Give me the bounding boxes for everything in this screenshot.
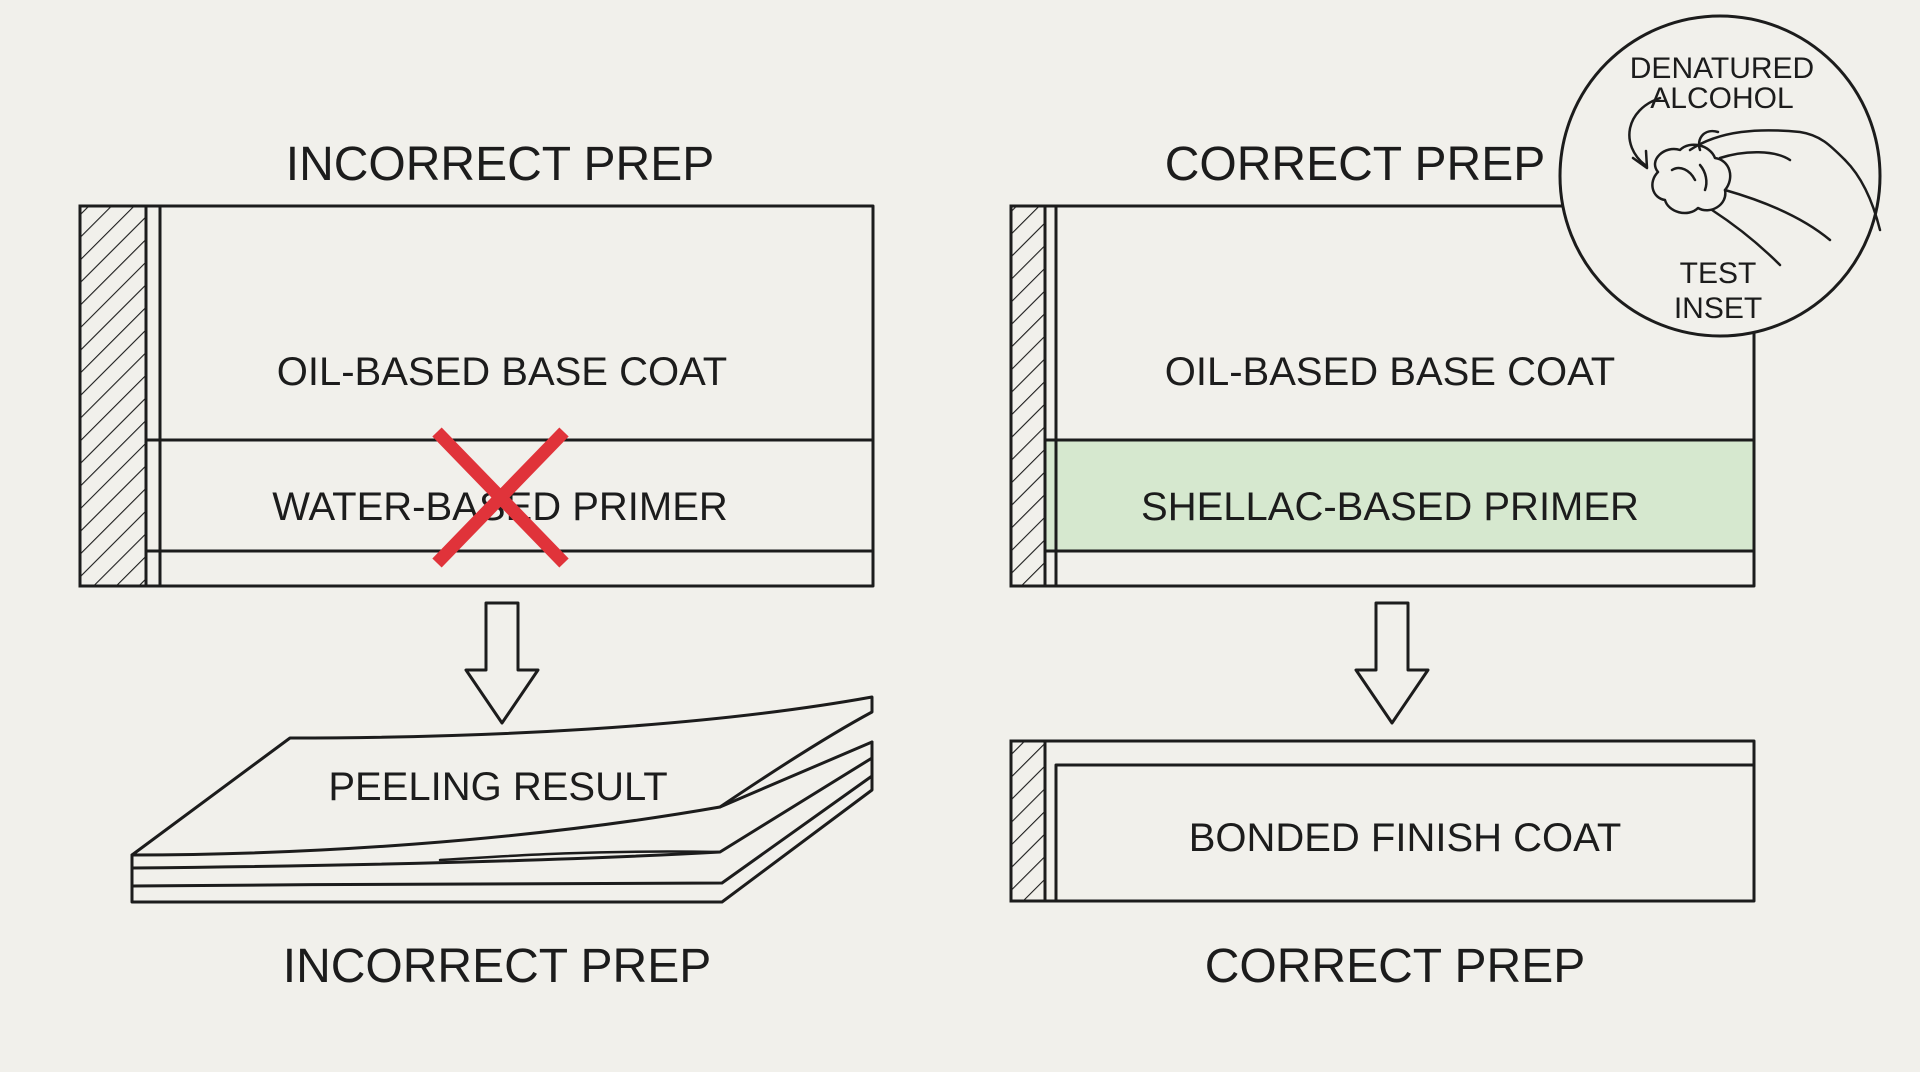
test-inset: DENATURED ALCOHOL TEST INSET xyxy=(1558,14,1882,338)
correct-panel: CORRECT PREP OIL-BASED BASE COAT SHELLAC… xyxy=(1009,138,1756,993)
inset-circle xyxy=(1558,14,1882,338)
correct-title: CORRECT PREP xyxy=(1165,138,1546,191)
correct-primer-label: SHELLAC-BASED PRIMER xyxy=(1141,485,1639,529)
hand-with-cloth-icon xyxy=(1651,129,1882,267)
inset-label-test: TEST xyxy=(1680,257,1757,290)
inset-label-denatured: DENATURED xyxy=(1630,52,1814,85)
incorrect-caption: INCORRECT PREP xyxy=(283,940,712,993)
correct-layer-stack: OIL-BASED BASE COAT SHELLAC-BASED PRIMER xyxy=(1009,204,1756,588)
inset-label-inset: INSET xyxy=(1674,292,1762,325)
incorrect-panel: INCORRECT PREP OIL-BASED BASE COAT WATER… xyxy=(78,138,875,993)
down-arrow-icon xyxy=(464,601,540,725)
down-arrow-icon xyxy=(1354,601,1430,725)
bonded-finish-label: BONDED FINISH COAT xyxy=(1189,816,1622,860)
incorrect-title: INCORRECT PREP xyxy=(286,138,715,191)
bonded-finish-illustration: BONDED FINISH COAT xyxy=(1009,739,1756,903)
peeling-result-label: PEELING RESULT xyxy=(328,765,667,809)
wall-substrate-hatch xyxy=(78,204,148,588)
shellac-primer-fill xyxy=(1045,440,1754,551)
curved-arrow-icon xyxy=(1628,96,1662,167)
correct-base-coat-label: OIL-BASED BASE COAT xyxy=(1165,350,1616,394)
peeling-result-illustration: PEELING RESULT xyxy=(130,695,874,904)
correct-caption: CORRECT PREP xyxy=(1205,940,1586,993)
wall-substrate-hatch xyxy=(1009,204,1047,588)
inset-label-alcohol: ALCOHOL xyxy=(1650,82,1793,115)
correct-stack-outline xyxy=(1009,204,1756,588)
incorrect-stack-outline xyxy=(78,204,875,588)
x-mark-icon xyxy=(432,427,569,568)
incorrect-base-coat-label: OIL-BASED BASE COAT xyxy=(277,350,728,394)
